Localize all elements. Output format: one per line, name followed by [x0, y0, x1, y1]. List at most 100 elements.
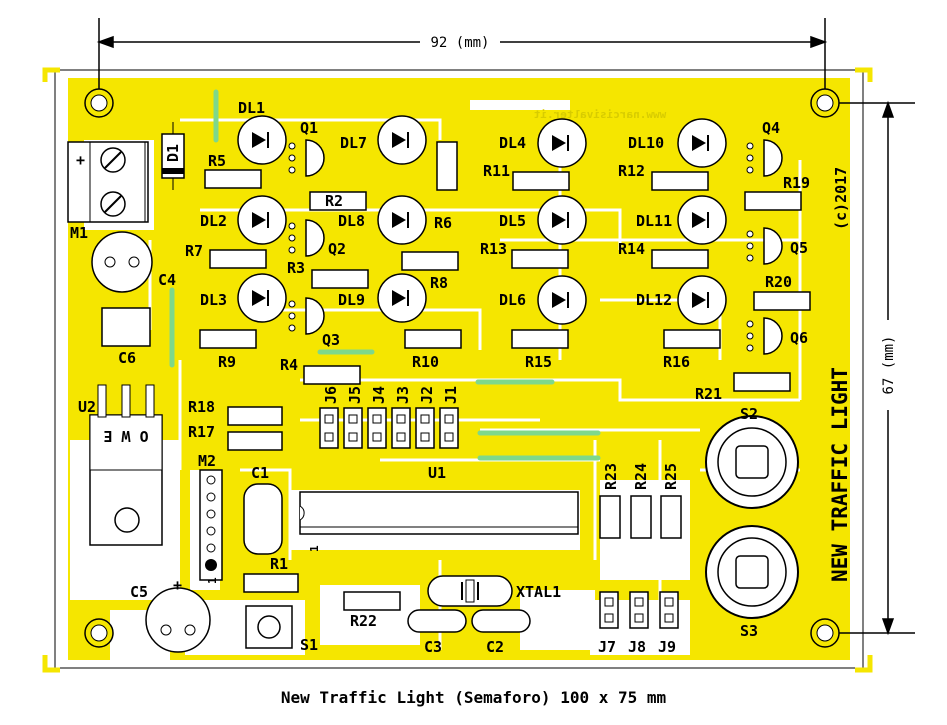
s3-button [705, 525, 799, 619]
label-c4: C4 [158, 271, 176, 289]
s2-button [705, 415, 799, 509]
label-q3: Q3 [322, 331, 340, 349]
label-j5: J5 [346, 386, 364, 404]
label-r17: R17 [188, 423, 215, 441]
label-dl6: DL6 [499, 291, 526, 309]
label-xtal1: XTAL1 [516, 583, 561, 601]
c4-capacitor [91, 231, 153, 293]
label-r23: R23 [602, 463, 620, 490]
label-dl8: DL8 [338, 212, 365, 230]
corner-marks [42, 67, 873, 673]
led-dl11 [677, 195, 727, 245]
label-r21: R21 [695, 385, 722, 403]
label-r3: R3 [287, 259, 305, 277]
xtal1-crystal [427, 575, 513, 607]
label-s3: S3 [740, 622, 758, 640]
brand-text: NEW TRAFFIC LIGHT [828, 367, 852, 582]
label-r7: R7 [185, 242, 203, 260]
transistor-q2 [288, 219, 325, 257]
label-m1: M1 [70, 224, 88, 242]
label-r11: R11 [483, 162, 510, 180]
website-text: www.narcisivalter.it [534, 108, 666, 121]
transistor-q4 [746, 139, 783, 177]
led-dl12 [677, 275, 727, 325]
c1-capacitor [243, 483, 283, 555]
label-r13: R13 [480, 240, 507, 258]
d1-diode [161, 122, 185, 190]
label-c6: C6 [118, 349, 136, 367]
label-q6: Q6 [790, 329, 808, 347]
led-dl4 [537, 118, 587, 168]
label-u1: U1 [428, 464, 446, 482]
led-dl5 [537, 195, 587, 245]
label-r12: R12 [618, 162, 645, 180]
u2-pin-labels: O W E [103, 427, 148, 445]
label-q2: Q2 [328, 240, 346, 258]
label-dl5: DL5 [499, 212, 526, 230]
label-r10: R10 [412, 353, 439, 371]
label-dl12: DL12 [636, 291, 672, 309]
transistor-q6 [746, 317, 783, 355]
label-r20: R20 [765, 273, 792, 291]
label-dl2: DL2 [200, 212, 227, 230]
m2-header [199, 469, 223, 581]
label-dl1: DL1 [238, 99, 265, 117]
u1-ic [299, 491, 579, 535]
label-q5: Q5 [790, 239, 808, 257]
led-dl1 [237, 115, 287, 165]
label-s2: S2 [740, 405, 758, 423]
label-r19: R19 [783, 174, 810, 192]
label-dl10: DL10 [628, 134, 664, 152]
label-c5: C5 [130, 583, 148, 601]
led-dl3 [237, 273, 287, 323]
label-c1: C1 [251, 464, 269, 482]
copyright-text: (c)2017 [832, 167, 850, 230]
label-j2: J2 [418, 386, 436, 404]
label-m2: M2 [198, 452, 216, 470]
c5-capacitor [145, 587, 211, 653]
label-j4: J4 [370, 386, 388, 404]
label-r4: R4 [280, 356, 298, 374]
label-r5: R5 [208, 152, 226, 170]
label-r15: R15 [525, 353, 552, 371]
label-r8: R8 [430, 274, 448, 292]
transistor-q5 [746, 227, 783, 265]
led-dl2 [237, 195, 287, 245]
jumper-header-pins [324, 414, 454, 442]
label-dl11: DL11 [636, 212, 672, 230]
label-r6: R6 [434, 214, 452, 232]
jumper-j7-j9-pins [604, 597, 674, 623]
label-s1: S1 [300, 636, 318, 654]
led-dl7 [377, 115, 427, 165]
label-r25: R25 [662, 463, 680, 490]
led-dl9 [377, 273, 427, 323]
transistor-q3 [288, 297, 325, 335]
led-dl6 [537, 275, 587, 325]
led-dl10 [677, 118, 727, 168]
board-caption: New Traffic Light (Semaforo) 100 x 75 mm [280, 688, 667, 707]
label-j7: J7 [598, 638, 616, 656]
label-c2: C2 [486, 638, 504, 656]
label-dl4: DL4 [499, 134, 526, 152]
c6-capacitor [101, 307, 151, 347]
label-u2: U2 [78, 398, 96, 416]
u1-pin1-label: 1 [308, 545, 321, 552]
label-r16: R16 [663, 353, 690, 371]
label-r24: R24 [632, 463, 650, 490]
m1-polarity: + [76, 151, 85, 169]
label-c3: C3 [424, 638, 442, 656]
label-j1: J1 [442, 386, 460, 404]
label-r18: R18 [188, 398, 215, 416]
label-r9: R9 [218, 353, 236, 371]
c5-polarity: + [173, 576, 182, 594]
label-r14: R14 [618, 240, 645, 258]
height-dimension-label: 67 (mm) [881, 335, 897, 394]
label-dl7: DL7 [340, 134, 367, 152]
label-r1: R1 [270, 555, 288, 573]
label-j6: J6 [322, 386, 340, 404]
resistors [199, 141, 811, 611]
label-dl3: DL3 [200, 291, 227, 309]
m2-pin1-label: 1 [206, 577, 219, 584]
c2-capacitor [471, 609, 531, 633]
